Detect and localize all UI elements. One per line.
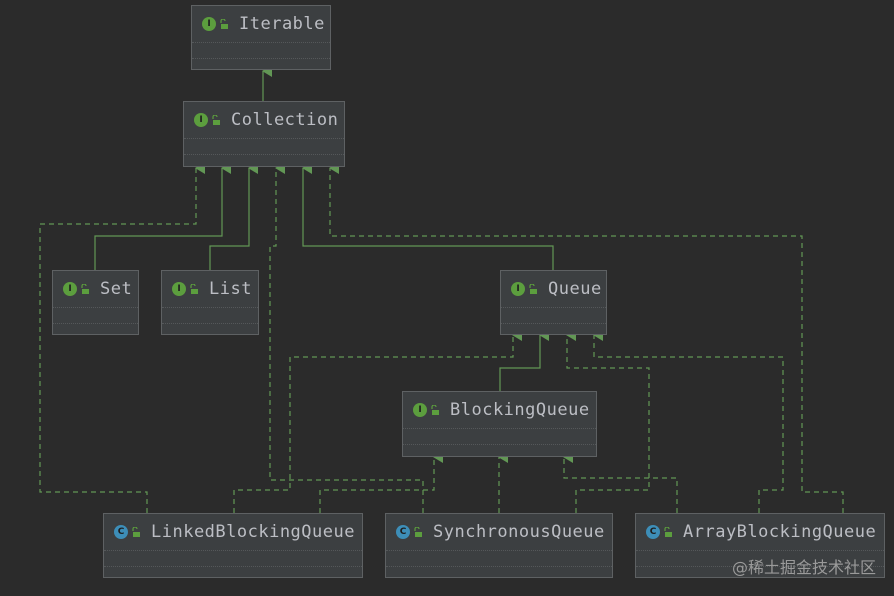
unlock-icon: [664, 527, 672, 537]
unlock-icon: [81, 284, 89, 294]
node-linkedblockingqueue[interactable]: C LinkedBlockingQueue: [103, 513, 363, 578]
edge-list-collection: [209, 162, 258, 270]
node-synchronousqueue[interactable]: C SynchronousQueue: [385, 513, 613, 578]
edge-array-blockingqueue: [563, 451, 678, 513]
class-icon: C: [646, 525, 660, 539]
node-name: Queue: [548, 279, 602, 299]
node-queue[interactable]: I Queue: [500, 270, 607, 335]
edge-sync-collection: [269, 162, 424, 513]
node-name: LinkedBlockingQueue: [151, 522, 355, 542]
node-arrayblockingqueue[interactable]: C ArrayBlockingQueue: [635, 513, 885, 578]
edge-queue-collection: [302, 162, 554, 270]
node-list[interactable]: I List: [161, 270, 259, 335]
unlock-icon: [212, 115, 220, 125]
interface-icon: I: [413, 403, 427, 417]
node-name: BlockingQueue: [450, 400, 590, 420]
node-collection[interactable]: I Collection: [183, 101, 345, 167]
interface-icon: I: [202, 17, 216, 31]
edge-linked-queue: [233, 329, 522, 513]
node-name: Collection: [231, 110, 339, 130]
interface-icon: I: [194, 113, 208, 127]
edge-linked-blockingqueue: [319, 451, 443, 513]
unlock-icon: [414, 527, 422, 537]
edge-array-collection: [329, 162, 844, 513]
node-name: ArrayBlockingQueue: [683, 522, 877, 542]
unlock-icon: [529, 284, 537, 294]
unlock-icon: [132, 527, 140, 537]
edge-array-queue: [593, 329, 784, 513]
unlock-icon: [431, 405, 439, 415]
class-icon: C: [396, 525, 410, 539]
edge-linked-collection: [39, 162, 205, 513]
node-name: SynchronousQueue: [433, 522, 605, 542]
interface-icon: I: [511, 282, 525, 296]
unlock-icon: [220, 19, 228, 29]
interface-icon: I: [63, 282, 77, 296]
node-blockingqueue[interactable]: I BlockingQueue: [402, 391, 597, 457]
edge-sync-queue: [566, 329, 650, 513]
node-set[interactable]: I Set: [52, 270, 139, 335]
node-name: Iterable: [239, 14, 325, 34]
edge-set-collection: [94, 162, 231, 270]
unlock-icon: [190, 284, 198, 294]
node-name: List: [209, 279, 252, 299]
class-icon: C: [114, 525, 128, 539]
watermark: @稀土掘金技术社区: [731, 558, 876, 577]
interface-icon: I: [172, 282, 186, 296]
node-iterable[interactable]: I Iterable: [191, 5, 331, 70]
edge-blockingqueue-queue: [499, 329, 549, 391]
node-name: Set: [100, 279, 133, 299]
